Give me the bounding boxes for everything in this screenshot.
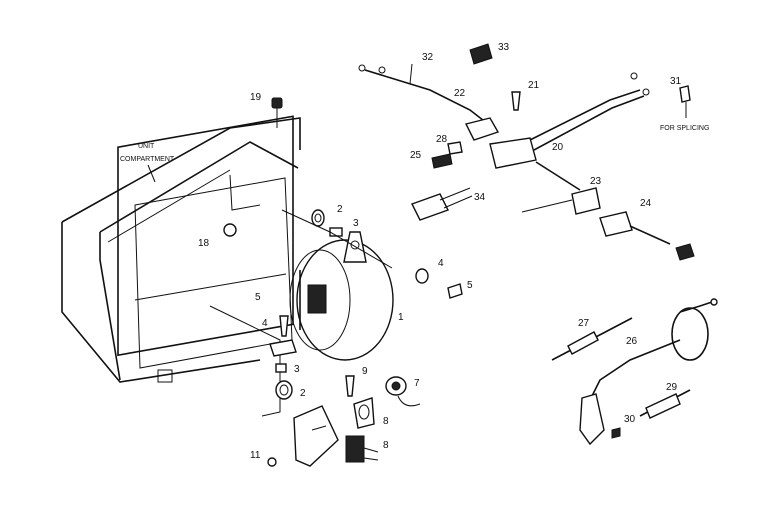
part-10-switch-cover xyxy=(293,405,339,467)
part-5-right-screw xyxy=(447,283,463,299)
callout-26: 26 xyxy=(626,336,638,347)
callout-33: 33 xyxy=(498,42,510,53)
callout-34: 34 xyxy=(474,192,486,203)
part-4-lower-plate xyxy=(269,339,297,357)
part-33-clip xyxy=(469,43,493,65)
part-32-wire-lead xyxy=(358,64,489,125)
callout-3-lower: 3 xyxy=(294,364,300,375)
callout-27: 27 xyxy=(578,318,590,329)
part-22-plug xyxy=(464,117,500,141)
callout-25: 25 xyxy=(410,150,422,161)
callout-4-lower: 4 xyxy=(262,318,268,329)
part-4-right-washer xyxy=(415,268,429,284)
callout-19: 19 xyxy=(250,92,262,103)
part-11-screw xyxy=(267,457,277,467)
callout-5-right: 5 xyxy=(467,280,473,291)
part-3-lower-washer xyxy=(275,363,287,373)
callout-4-right: 4 xyxy=(438,258,444,269)
for-splicing-label: FOR SPLICING xyxy=(660,125,709,132)
part-21-screw xyxy=(511,91,521,111)
part-2-lower-bushing xyxy=(275,380,293,400)
unit-compartment-leader xyxy=(147,164,156,183)
part-7-grommet xyxy=(385,376,421,407)
callout-21: 21 xyxy=(528,80,540,91)
part-27-probe xyxy=(551,317,633,361)
part-28-terminal xyxy=(447,141,463,155)
part-9-screw xyxy=(345,375,355,397)
callout-8: 8 xyxy=(383,416,389,427)
part-24-plug xyxy=(599,211,695,261)
callout-1: 1 xyxy=(398,312,404,323)
part-23-connector xyxy=(521,187,601,215)
callout-5-lower: 5 xyxy=(255,292,261,303)
callout-9: 9 xyxy=(362,366,368,377)
callout-22: 22 xyxy=(454,88,466,99)
part-31-splice-connector xyxy=(679,85,691,118)
part-5-lower-bolt xyxy=(279,315,289,337)
callout-2-lower: 2 xyxy=(300,388,306,399)
callout-8b: 8 xyxy=(383,440,389,451)
callout-30: 30 xyxy=(624,414,636,425)
part-6-bracket xyxy=(353,397,375,429)
callout-20: 20 xyxy=(552,142,564,153)
callout-31: 31 xyxy=(670,76,682,87)
callout-24: 24 xyxy=(640,198,652,209)
callout-18: 18 xyxy=(198,238,210,249)
part-25-clamp xyxy=(431,153,453,169)
unit-compartment xyxy=(61,115,301,383)
callout-23: 23 xyxy=(590,176,602,187)
part-2-upper-bushing xyxy=(311,209,325,227)
callout-32: 32 xyxy=(422,52,434,63)
callout-3-upper: 3 xyxy=(353,218,359,229)
part-1-reel xyxy=(289,231,394,361)
part-29-sensor xyxy=(639,389,691,419)
part-8-switch xyxy=(345,435,379,463)
part-20-junction-box xyxy=(489,72,650,191)
callout-11: 11 xyxy=(250,450,261,461)
unit-compartment-label-line2: COMPARTMENT xyxy=(120,156,175,163)
callout-29: 29 xyxy=(666,382,678,393)
part-30-clip xyxy=(611,427,621,439)
part-26-cord-assembly xyxy=(579,298,718,446)
callout-2-upper: 2 xyxy=(337,204,343,215)
callout-28: 28 xyxy=(436,134,448,145)
part-3-upper-washer xyxy=(329,227,343,237)
part-19-screw xyxy=(271,97,283,128)
callout-7: 7 xyxy=(414,378,420,389)
unit-compartment-label-line1: UNIT xyxy=(138,143,155,150)
part-34-plug-connector xyxy=(411,187,473,221)
